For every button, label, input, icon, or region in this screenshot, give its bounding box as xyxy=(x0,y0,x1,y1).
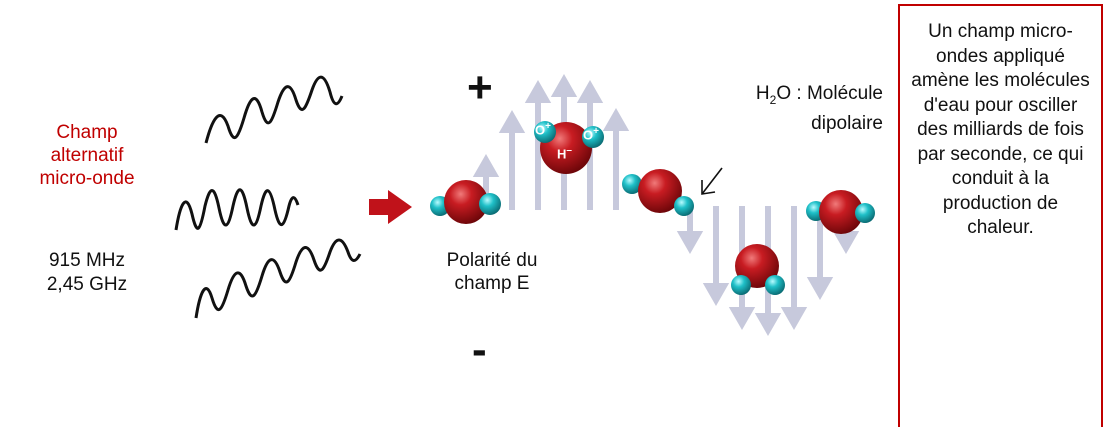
charge-o-right: O+ xyxy=(583,126,599,143)
molecule-label: H2O : Molécule dipolaire xyxy=(755,83,883,134)
polarity-label: Polarité du champ E xyxy=(446,250,538,294)
plus-sign: + xyxy=(467,63,493,112)
explanation-text: Un champ micro-ondes appliqué amène les … xyxy=(911,21,1090,238)
charge-h-center: H– xyxy=(557,145,572,162)
wave-top xyxy=(204,75,344,144)
charge-o-left: O+ xyxy=(535,121,551,138)
water-molecule-3 xyxy=(622,169,694,216)
field-arrows-up xyxy=(472,73,630,210)
water-molecule-1 xyxy=(430,180,501,224)
wave-middle xyxy=(174,188,300,231)
direction-arrow xyxy=(369,190,412,224)
source-label: Champ alternatif micro-onde xyxy=(39,122,135,189)
water-molecule-5 xyxy=(806,190,875,234)
minus-sign: - xyxy=(472,325,487,374)
wave-bottom xyxy=(194,238,362,319)
pointer-arrow xyxy=(701,167,723,195)
frequency-245: 2,45 GHz xyxy=(46,274,128,295)
water-molecule-2 xyxy=(534,121,604,174)
frequency-915: 915 MHz xyxy=(48,250,126,271)
water-molecule-4 xyxy=(731,244,785,295)
explanation-box: Un champ micro-ondes appliqué amène les … xyxy=(898,4,1103,427)
